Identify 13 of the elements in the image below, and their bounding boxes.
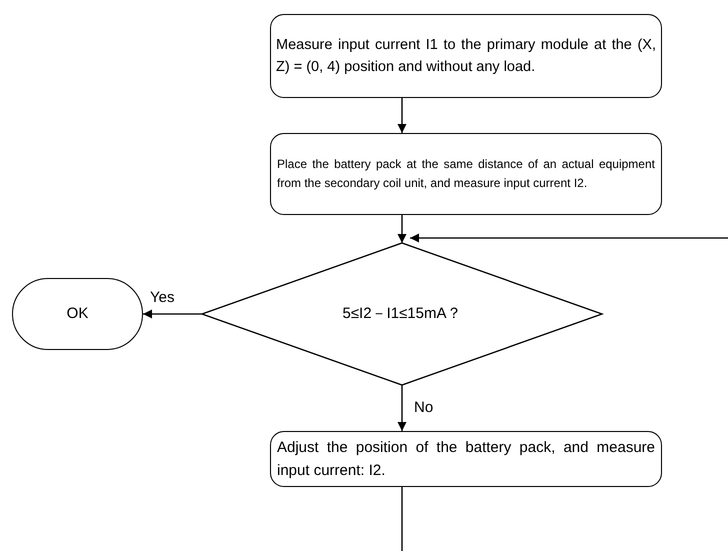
node-text: Adjust the position of the battery pack, and measure input current: I2. [277,438,655,481]
arrow [398,215,406,243]
arrow [398,385,406,431]
process-box [270,14,662,98]
arrow [398,98,406,133]
arrow [410,234,728,242]
process-box [270,431,662,487]
node-text: Measure input current I1 to the primary module at the (X, Z) = (0, 4) position and without any load. [276,36,656,77]
arrow [143,310,202,318]
process-box [270,133,662,215]
node-text: Place the battery pack at the same distance of an actual equipment from the secondary coil unit, and measure input current I2. [277,156,655,192]
node-text: OK [66,304,88,324]
node-text: 5≤I2－I1≤15mA？ [342,304,462,324]
